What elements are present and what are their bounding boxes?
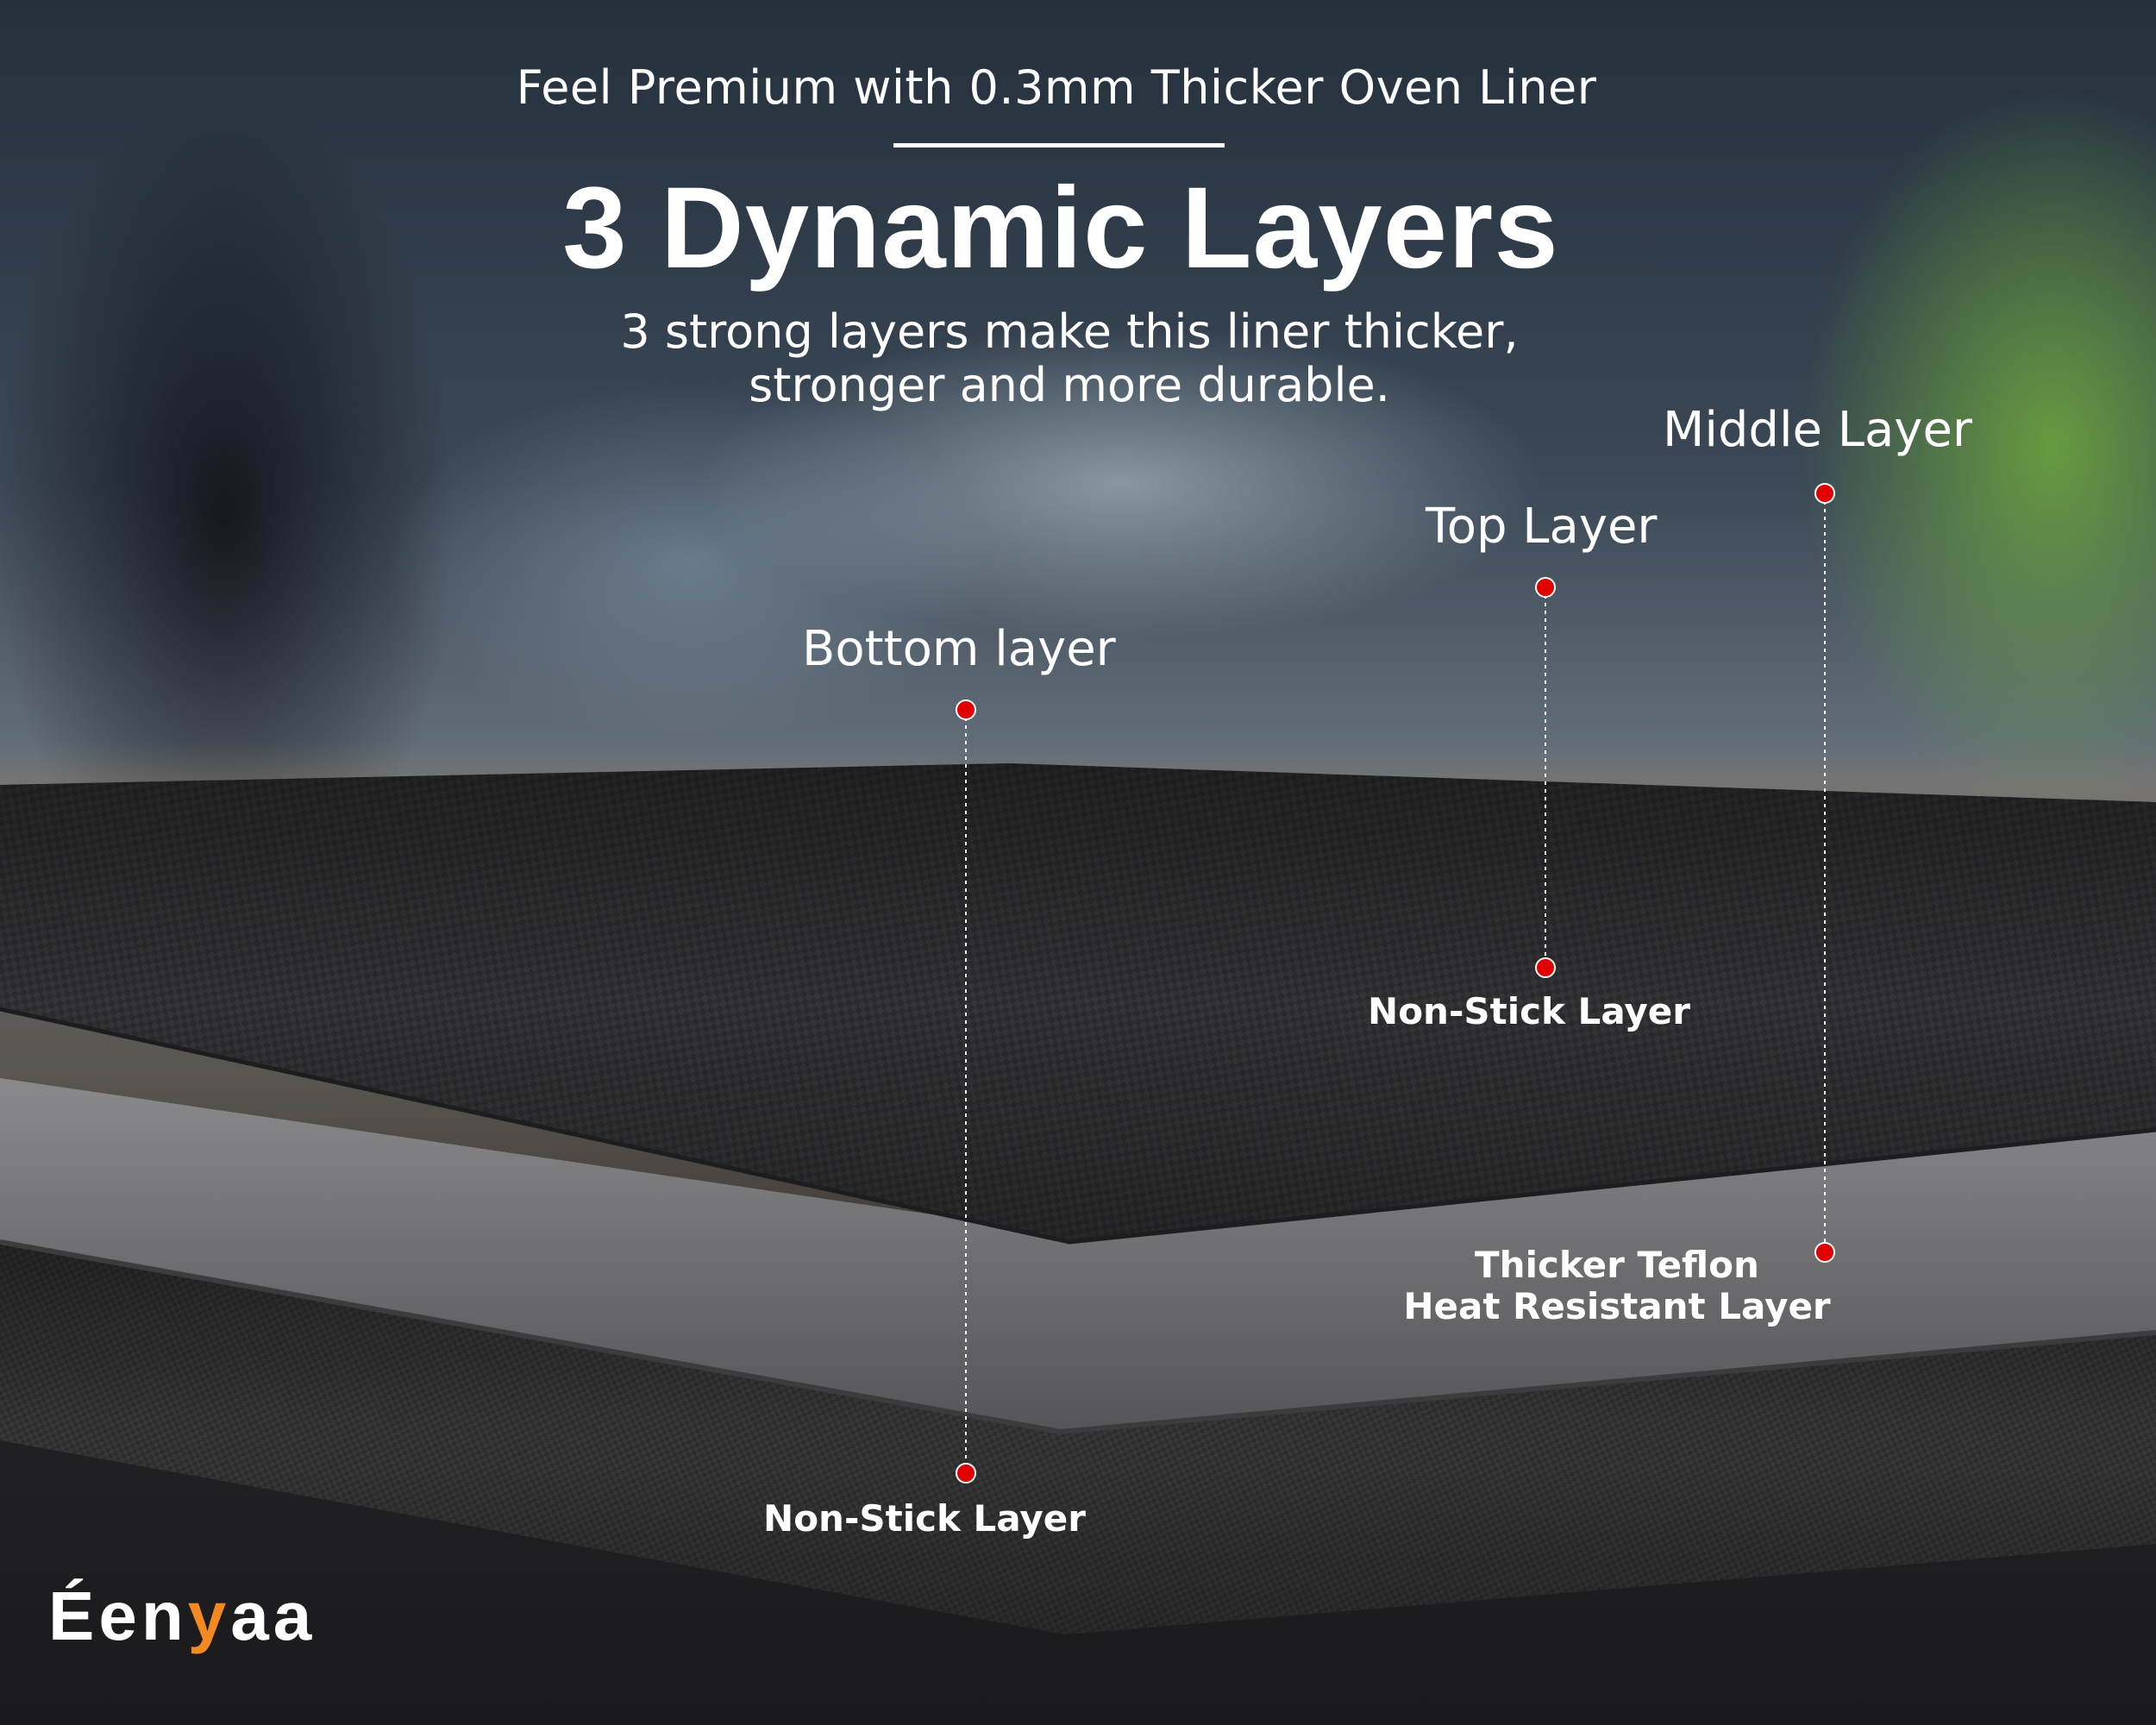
top-layer-sublabel: Non-Stick Layer xyxy=(1368,990,1690,1032)
top-layer-shading xyxy=(0,763,2156,1242)
middle-layer-sublabel: Thicker Teflon Heat Resistant Layer xyxy=(1380,1245,1854,1327)
bottom-layer-label: Bottom layer xyxy=(802,621,1116,677)
top-layer-label: Top Layer xyxy=(1426,499,1658,555)
middle-layer-sublabel-line-2: Heat Resistant Layer xyxy=(1403,1285,1831,1327)
brand-logo-part-1: Éen xyxy=(48,1578,188,1654)
description-line-1: 3 strong layers make this liner thicker, xyxy=(620,304,1519,359)
middle-layer-edge xyxy=(0,1239,2156,1435)
top-layer-edge xyxy=(0,1007,2156,1245)
title-divider xyxy=(893,143,1225,147)
brand-logo-part-2: aa xyxy=(230,1578,317,1654)
top-layer-marker-top xyxy=(1535,577,1556,598)
brand-logo-accent: y xyxy=(187,1578,231,1654)
middle-layer-marker-top xyxy=(1814,483,1835,504)
middle-layer-marker-bottom xyxy=(1814,1242,1835,1263)
bottom-layer-marker-top xyxy=(956,699,976,720)
description: 3 strong layers make this liner thicker,… xyxy=(0,305,2139,412)
subtitle: Feel Premium with 0.3mm Thicker Oven Lin… xyxy=(516,60,1597,115)
bottom-layer-marker-bottom xyxy=(956,1463,976,1484)
page-title: 3 Dynamic Layers xyxy=(562,164,1559,292)
top-layer-marker-bottom xyxy=(1535,957,1556,978)
middle-layer-sublabel-line-1: Thicker Teflon xyxy=(1475,1244,1759,1286)
description-line-2: stronger and more durable. xyxy=(749,358,1390,412)
bottom-layer-sublabel: Non-Stick Layer xyxy=(763,1497,1086,1540)
middle-layer-label: Middle Layer xyxy=(1663,402,1972,458)
brand-logo: Éenyaa xyxy=(48,1577,316,1656)
